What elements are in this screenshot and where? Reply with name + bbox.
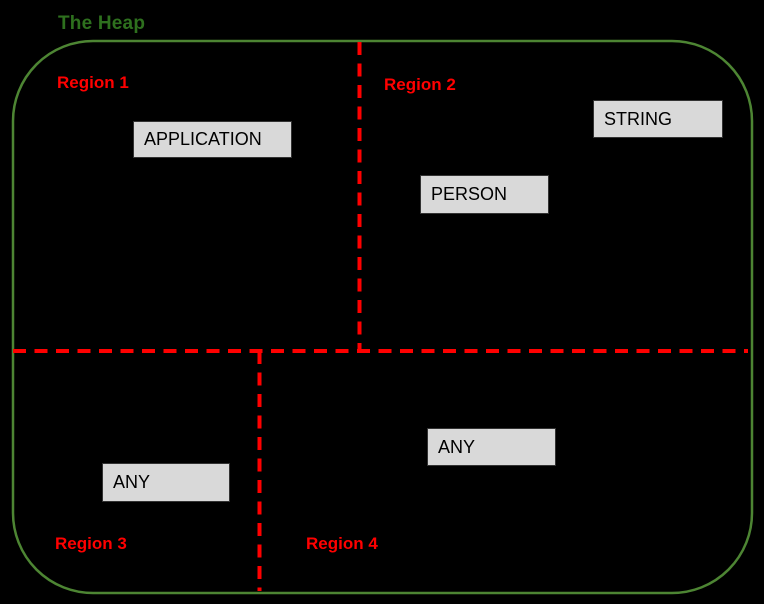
heap-boundary-outline: [11, 39, 754, 595]
region-1-label: Region 1: [57, 73, 129, 92]
node-any-region-4: ANY: [427, 428, 556, 466]
heap-title: The Heap: [58, 13, 146, 34]
node-person: PERSON: [420, 175, 549, 214]
region-3-label: Region 3: [55, 534, 127, 553]
region-4-label: Region 4: [306, 534, 378, 553]
node-string: STRING: [593, 100, 723, 138]
node-any-region-3: ANY: [102, 463, 230, 502]
region-2-label: Region 2: [384, 75, 456, 94]
node-application: APPLICATION: [133, 121, 292, 158]
